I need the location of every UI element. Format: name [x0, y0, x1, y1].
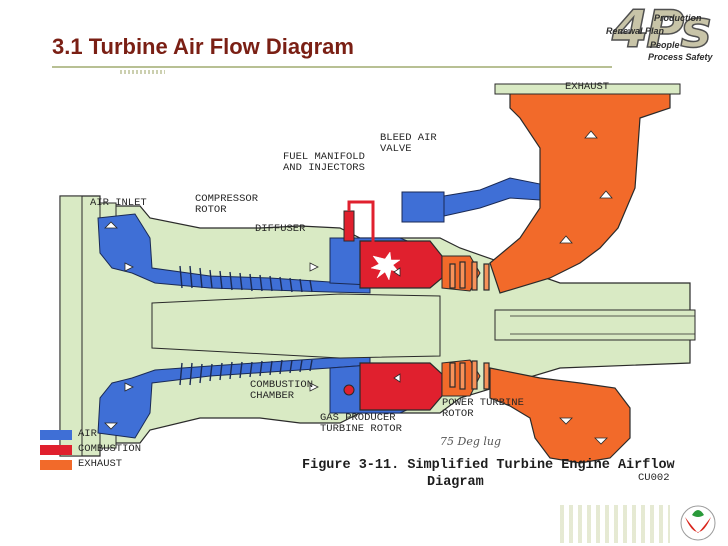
legend-label-exhaust: EXHAUST [78, 458, 123, 470]
label-compressor-2: ROTOR [195, 204, 227, 216]
turbine-blades [449, 261, 490, 390]
footer-decorative-stripes [560, 505, 670, 543]
bleed-air-valve [401, 191, 445, 223]
turbine-engine-drawing [59, 83, 696, 464]
injector-flame-icon [370, 251, 401, 281]
output-shaft [494, 309, 696, 341]
logo-text-process-safety: Process Safety [648, 52, 713, 62]
label-combustion-1: COMBUSTION [250, 379, 314, 391]
legend-swatch-air [40, 430, 72, 440]
figure-caption-line1: Figure 3-11. Simplified Turbine Engine A… [302, 458, 675, 473]
exhaust-flange [494, 83, 681, 95]
label-bleed-air-1: BLEED AIR [380, 132, 437, 144]
label-fuel-manifold-2: AND INJECTORS [283, 162, 365, 174]
air-inlet-upper [97, 213, 371, 294]
exhaust-duct-lower [489, 367, 631, 464]
label-fuel-manifold-1: FUEL MANIFOLD [283, 151, 365, 163]
page-title: 3.1 Turbine Air Flow Diagram [52, 34, 354, 59]
label-power-turbine-1: POWER TURBINE [442, 397, 524, 409]
logo-text-production: Production [654, 13, 702, 23]
fuel-line [347, 200, 375, 248]
label-diffuser: DIFFUSER [255, 223, 306, 235]
combustion-chamber-upper [359, 240, 443, 289]
fuel-manifold-bottom [343, 384, 355, 396]
logo-text-renewal-plan: Renewal Plan [606, 26, 665, 36]
logo-text-people: People [650, 40, 680, 50]
label-power-turbine-2: ROTOR [442, 408, 474, 420]
rotor-cone [151, 293, 441, 359]
bleed-air-duct [443, 177, 541, 217]
label-code: CU002 [638, 472, 670, 484]
label-air-inlet: AIR INLET [90, 197, 147, 209]
handwritten-note: 75 Deg lug [440, 435, 502, 448]
4ps-logo: 4Ps Production Renewal Plan People Proce… [606, 0, 726, 70]
turbine-airflow-diagram: EXHAUST BLEED AIR VALVE FUEL MANIFOLD AN… [40, 78, 728, 503]
legend-label-combustion: COMBUSTION [78, 443, 142, 455]
exhaust-duct-upper [489, 87, 671, 294]
flow-arrow-icons [104, 130, 613, 445]
label-gas-producer-1: GAS PRODUCER [320, 412, 396, 424]
4ps-logo-mark: 4Ps [611, 0, 712, 61]
label-exhaust: EXHAUST [565, 81, 610, 93]
title-divider [52, 66, 612, 68]
inlet-frame [59, 195, 83, 457]
legend-label-air: AIR [78, 428, 97, 440]
compressor-blades-lower [179, 359, 313, 386]
decorative-dotted-mark [120, 70, 165, 74]
figure-caption-line2: Diagram [427, 475, 484, 490]
compressor-blades-upper [179, 265, 313, 293]
combustion-chamber-lower [359, 362, 443, 411]
label-combustion-2: CHAMBER [250, 390, 295, 402]
fuel-manifold-top [343, 210, 355, 242]
corporate-logo [680, 505, 716, 541]
label-compressor-1: COMPRESSOR [195, 193, 259, 205]
label-gas-producer-2: TURBINE ROTOR [320, 423, 402, 435]
legend-swatch-exhaust [40, 460, 72, 470]
legend-swatch-combustion [40, 445, 72, 455]
label-bleed-air-2: VALVE [380, 143, 412, 155]
